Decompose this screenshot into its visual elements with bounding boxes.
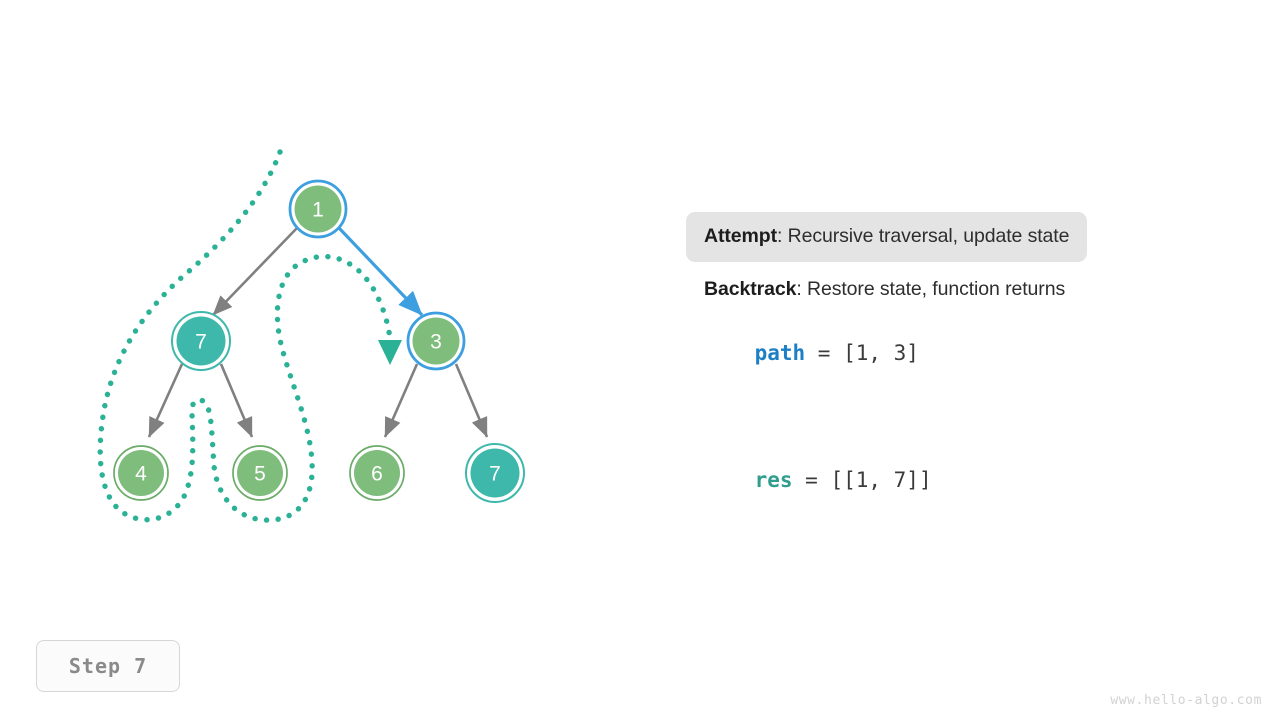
edge-1-3 — [337, 226, 424, 317]
edge-7-5 — [219, 363, 254, 438]
res-assign-operator: = — [792, 467, 831, 492]
res-variable-name: res — [754, 467, 793, 492]
backtrack-hint-keyword: Backtrack — [704, 277, 797, 300]
info-panel: Attempt: Recursive traversal, update sta… — [686, 212, 1206, 516]
tree-node-1[interactable]: 1 — [288, 179, 348, 239]
path-assign-operator: = — [805, 340, 844, 365]
res-variable-value: [[1, 7]] — [830, 467, 932, 492]
tree-nodes: 1 7 3 4 — [113, 179, 525, 503]
tree-node-7-right[interactable]: 7 — [465, 443, 525, 503]
tree-node-3[interactable]: 3 — [406, 311, 466, 371]
path-variable-name: path — [754, 340, 806, 365]
trail-arrowhead-icon — [378, 340, 402, 365]
watermark-text: www.hello-algo.com — [1110, 693, 1262, 708]
tree-diagram: 1 7 3 4 — [97, 149, 525, 523]
tree-svg: 1 7 3 4 — [97, 149, 525, 523]
attempt-hint-keyword: Attempt — [704, 225, 777, 247]
backtrack-hint: Backtrack: Restore state, function retur… — [686, 262, 1206, 308]
edge-3-7 — [454, 363, 489, 438]
backtrack-hint-text: : Restore state, function returns — [796, 277, 1066, 300]
tree-node-7-left[interactable]: 7 — [171, 311, 231, 371]
edge-7-4 — [147, 363, 184, 438]
watermark: www.hello-algo.com — [1110, 693, 1262, 708]
tree-edges — [147, 226, 489, 438]
code-spacer — [686, 389, 1206, 435]
step-badge-label: Step 7 — [68, 654, 148, 678]
path-variable-row: path = [1, 3] — [686, 308, 1206, 389]
tree-node-6[interactable]: 6 — [349, 445, 405, 501]
path-variable-value: [1, 3] — [843, 340, 919, 365]
attempt-hint: Attempt: Recursive traversal, update sta… — [686, 212, 1088, 262]
step-badge: Step 7 — [36, 640, 180, 692]
attempt-hint-text: : Recursive traversal, update state — [776, 225, 1070, 247]
tree-node-4[interactable]: 4 — [113, 445, 169, 501]
edge-3-6 — [383, 363, 419, 438]
tree-node-5[interactable]: 5 — [232, 445, 288, 501]
edge-1-7 — [212, 227, 298, 316]
res-variable-row: res = [[1, 7]] — [686, 435, 1206, 516]
backtracking-trail — [97, 149, 402, 523]
